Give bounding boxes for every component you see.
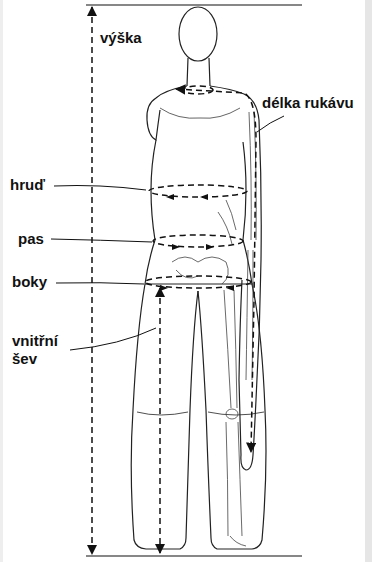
sleeve-label: délka rukávu — [262, 94, 354, 112]
inseam-measure — [159, 288, 161, 553]
inseam-label: vnitřní šev — [12, 332, 70, 368]
height-dimension — [86, 5, 302, 556]
skeleton-sketch — [172, 112, 256, 546]
chest-label: hruď — [10, 176, 45, 194]
waist-label: pas — [18, 230, 44, 248]
measure-loops — [145, 86, 251, 288]
leader-lines — [51, 116, 284, 350]
loop-arrows — [160, 194, 234, 291]
height-label: výška — [100, 29, 142, 47]
sleeve-measure — [176, 89, 256, 452]
edge-strip — [365, 0, 372, 562]
edge-strip — [0, 0, 3, 562]
hip-label: boky — [12, 273, 47, 291]
mannequin-outline — [131, 7, 266, 549]
